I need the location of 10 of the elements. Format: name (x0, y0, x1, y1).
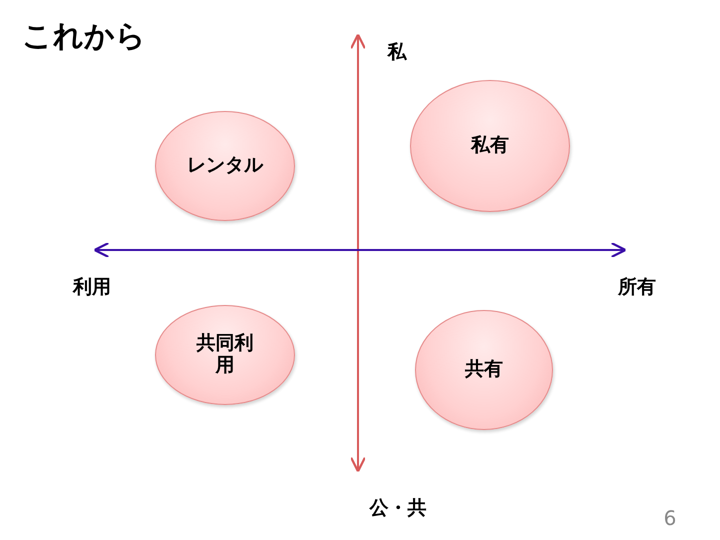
quadrant-label: 私有 (471, 135, 509, 157)
slide-title: これから (22, 18, 146, 56)
axis-label: 所有 (618, 275, 656, 300)
axis-label: 利用 (73, 275, 111, 300)
quadrant-label: レンタル (187, 155, 263, 177)
quadrant-label: 共有 (465, 359, 503, 381)
axis-label: 私 (388, 40, 406, 65)
axis-label: 公・共 (370, 496, 426, 521)
page-number: 6 (664, 506, 676, 530)
quadrant-label: 共同利用 (195, 333, 254, 377)
